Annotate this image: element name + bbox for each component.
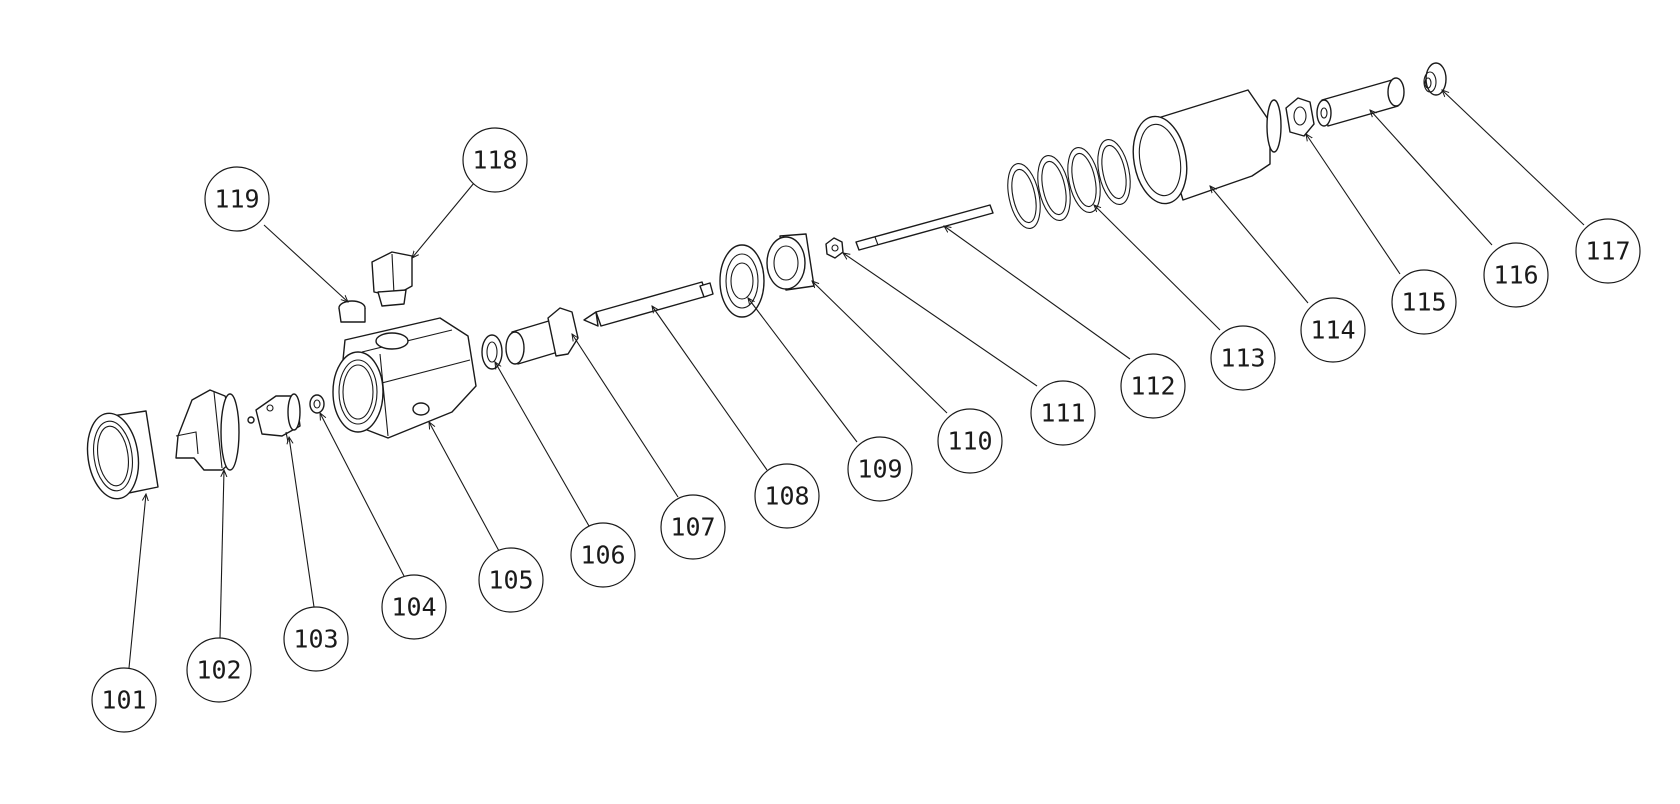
callout-label: 107 [670,513,715,542]
part-110-piston [766,233,815,291]
part-108-needle [583,281,714,327]
part-118-fitting [371,251,413,307]
part-106-seal [481,334,503,370]
part-105-main-body [332,317,477,439]
callout-111: 111 [1030,380,1096,446]
callout-105: 105 [478,547,544,613]
leader-109 [748,298,858,443]
leader-111 [843,253,1038,387]
part-104-washer [309,394,325,414]
callout-101: 101 [91,667,157,733]
leader-112 [944,226,1131,360]
callout-117: 117 [1575,218,1641,284]
callout-115: 115 [1391,269,1457,335]
callout-label: 113 [1220,344,1265,373]
leader-118 [412,182,475,258]
callout-108: 108 [754,463,820,529]
callout-label: 105 [488,566,533,595]
leader-115 [1306,134,1401,275]
callout-label: 106 [580,541,625,570]
callout-label: 101 [101,686,146,715]
callout-label: 112 [1130,372,1175,401]
callout-109: 109 [847,436,913,502]
part-103-tip-holder [247,393,301,443]
callout-label: 116 [1493,261,1538,290]
callout-118: 118 [462,127,528,193]
leader-108 [652,306,768,471]
callout-label: 110 [947,427,992,456]
leader-102 [219,470,224,639]
part-113-spring [1007,139,1131,229]
callout-label: 114 [1310,316,1355,345]
callout-label: 111 [1040,399,1085,428]
leader-113 [1094,205,1221,331]
leader-114 [1210,186,1309,304]
leader-117 [1442,90,1585,226]
part-101-ring [86,410,159,500]
callout-label: 108 [764,482,809,511]
callout-116: 116 [1483,242,1549,308]
callout-label: 119 [214,185,259,214]
part-117-end-cap [1423,62,1447,96]
callout-label: 103 [293,625,338,654]
callout-119: 119 [204,166,270,232]
leader-104 [320,413,405,577]
part-109-diaphragm [719,244,765,318]
callout-label: 109 [857,455,902,484]
leader-103 [289,437,315,608]
callout-label: 102 [196,656,241,685]
part-119-plug [338,300,366,323]
part-114-housing [1132,89,1282,205]
callout-113: 113 [1210,325,1276,391]
callout-107: 107 [660,494,726,560]
leader-101 [128,494,146,669]
callout-label: 115 [1401,288,1446,317]
callout-104: 104 [381,574,447,640]
callout-102: 102 [186,637,252,703]
leader-lines [128,90,1585,669]
leader-119 [263,224,348,302]
callout-110: 110 [937,408,1003,474]
leader-105 [429,422,500,552]
callout-label: 117 [1585,237,1630,266]
leader-107 [572,334,679,498]
callout-106: 106 [570,522,636,588]
leader-110 [812,281,948,414]
part-112-rod [855,204,994,251]
callout-114: 114 [1300,297,1366,363]
callout-label: 104 [391,593,436,622]
leader-106 [495,362,590,527]
callout-103: 103 [283,606,349,672]
part-102-nozzle-cap [175,389,240,471]
callout-112: 112 [1120,353,1186,419]
leader-116 [1370,110,1493,246]
part-116-sleeve [1316,77,1405,127]
part-107-adapter [505,307,579,365]
part-111-nut [825,237,844,259]
part-115-nut [1285,97,1315,137]
callout-label: 118 [472,146,517,175]
